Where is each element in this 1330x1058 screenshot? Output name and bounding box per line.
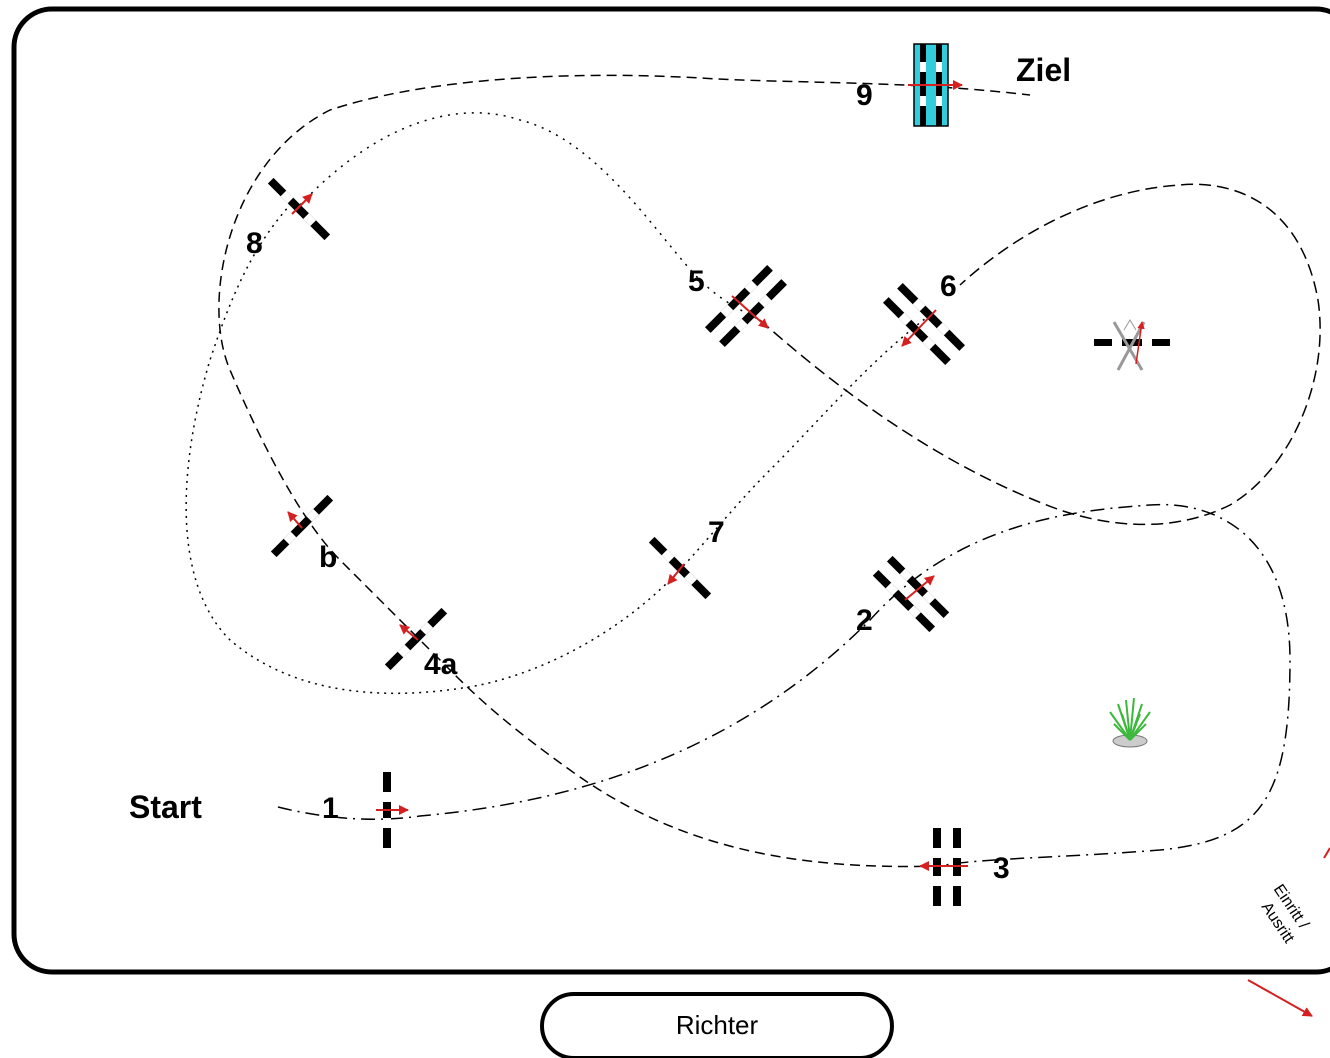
arrow-5 [731,295,769,329]
arrow-4a [399,624,419,641]
crossed-out-fence-icon [1094,319,1170,371]
obstacle-9-finish [908,43,963,127]
label-obstacle-4a: 4a [424,648,458,681]
path-3-to-ziel [218,74,1031,868]
arrow-6 [901,309,937,347]
obstacle-5 [704,264,788,348]
judge-box [540,992,894,1058]
entrance-arrow [1247,979,1313,1017]
arrow-b [287,511,303,529]
obstacle-8 [267,177,331,241]
obstacle-1 [376,772,409,848]
grass-planter-icon [1109,697,1151,748]
path-5-to-6 [759,183,1321,526]
judge-label: Richter [675,1009,759,1040]
label-obstacle-3: 3 [993,852,1010,885]
arrow-2 [904,575,935,601]
arrow-8 [291,193,313,215]
label-obstacle-5: 5 [688,265,705,298]
path-8-to-5 [299,112,761,321]
obstacle-2 [872,555,950,633]
path-start-to-2 [277,503,1291,867]
arrow-7 [667,563,685,585]
entrance-tick [1323,847,1330,859]
label-obstacle-9: 9 [856,79,873,112]
label-start: Start [129,789,202,825]
label-obstacle-2: 2 [856,604,873,637]
obstacle-3 [919,828,968,906]
obstacle-b [270,494,334,558]
arena-border [11,6,1330,975]
course-path [185,74,1321,868]
label-obstacle-7: 7 [708,516,725,549]
label-obstacle-b: b [319,541,337,574]
entrance-exit-label: Einritt / Ausritt [1258,881,1312,946]
label-ziel: Ziel [1016,52,1071,88]
path-6-to-7 [185,204,931,695]
label-obstacle-1: 1 [322,792,339,825]
label-obstacle-6: 6 [940,270,957,303]
label-obstacle-8: 8 [246,227,263,260]
